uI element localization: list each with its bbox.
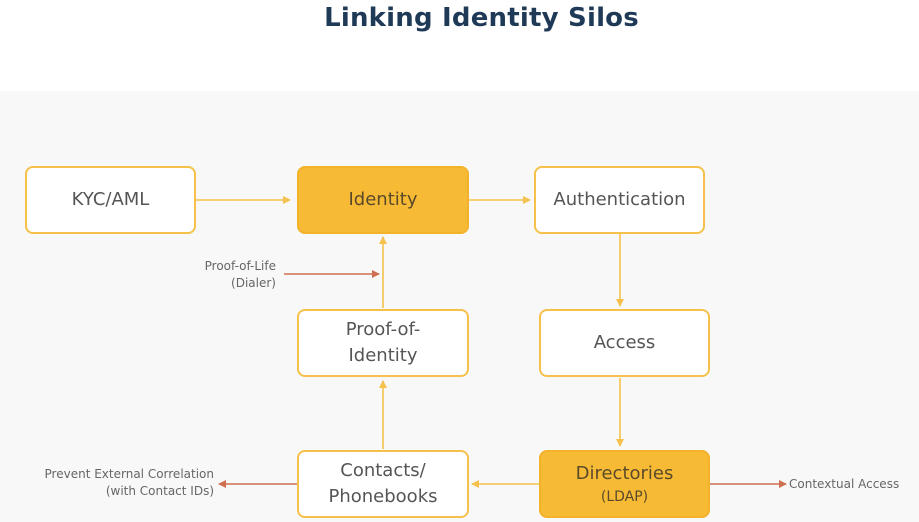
node-access-label: Access (593, 332, 656, 353)
node-access: Access (539, 309, 710, 377)
node-identity: Identity (297, 166, 469, 234)
note-proof-of-life-line1: Proof-of-Life (204, 259, 276, 273)
node-proof-of-identity-line1: Proof-of- (345, 319, 421, 340)
note-contextual-access: Contextual Access (789, 476, 914, 493)
node-identity-label: Identity (348, 189, 418, 210)
note-prevent-correlation-line1: Prevent External Correlation (44, 467, 214, 481)
node-contacts-phonebooks: Contacts/ Phonebooks (297, 450, 469, 518)
node-directories-sub: (LDAP) (600, 489, 649, 505)
node-contacts-line2: Phonebooks (328, 486, 438, 507)
node-directories-label: Directories (575, 463, 674, 484)
node-authentication: Authentication (534, 166, 705, 234)
node-proof-of-identity-line2: Identity (348, 345, 418, 366)
node-directories: Directories (LDAP) (539, 450, 710, 518)
node-contacts-line1: Contacts/ (340, 460, 426, 481)
note-proof-of-life-line2: (Dialer) (231, 276, 276, 290)
note-prevent-correlation-line2: (with Contact IDs) (105, 484, 214, 498)
note-contextual-access-label: Contextual Access (789, 477, 900, 491)
node-kyc-aml-label: KYC/AML (71, 189, 150, 210)
page-title: Linking Identity Silos (324, 3, 639, 33)
note-prevent-correlation: Prevent External Correlation (with Conta… (10, 466, 214, 500)
note-proof-of-life: Proof-of-Life (Dialer) (170, 258, 276, 292)
node-kyc-aml: KYC/AML (25, 166, 196, 234)
node-proof-of-identity: Proof-of- Identity (297, 309, 469, 377)
node-authentication-label: Authentication (553, 189, 686, 210)
